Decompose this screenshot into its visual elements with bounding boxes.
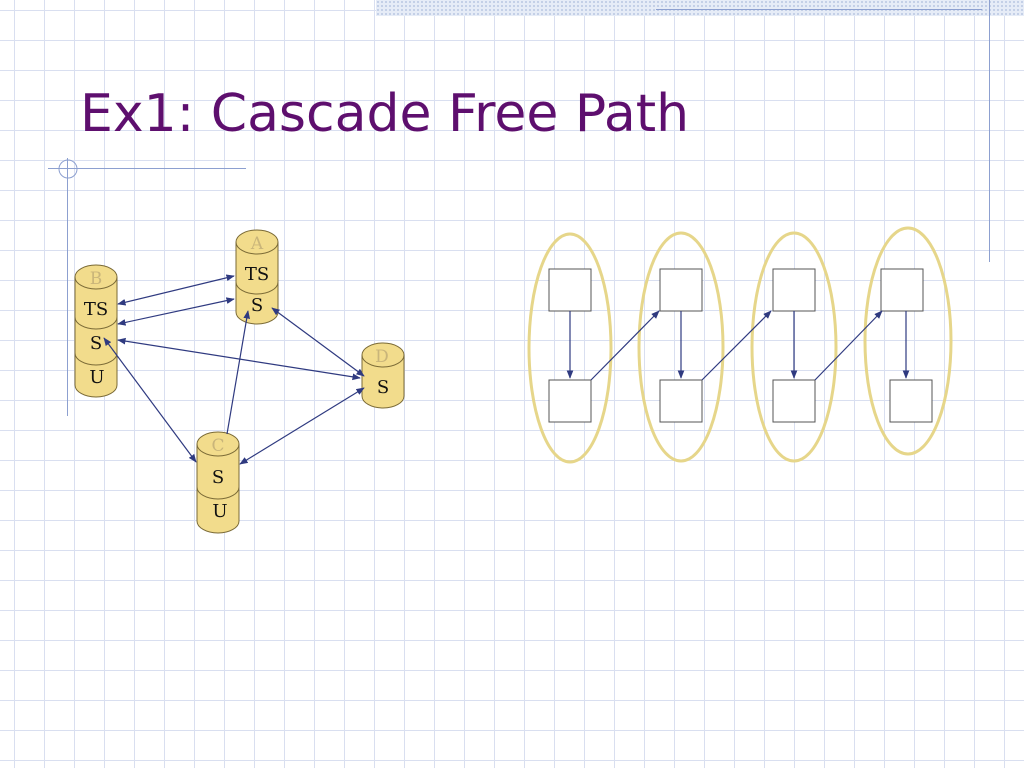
- box-bottom-1: [548, 379, 592, 423]
- disk-c-name: C: [211, 436, 224, 456]
- arrow-c-a: [226, 310, 251, 435]
- arrow-c-d: [239, 387, 365, 465]
- disk-d-layer-s: S: [377, 377, 389, 398]
- disk-b-layer-u: U: [89, 367, 104, 388]
- header-rule: [656, 9, 982, 10]
- cascade-arrows: [566, 310, 910, 381]
- cascade-arrow-diag-3: [814, 310, 883, 381]
- disk-b-layer-ts: TS: [84, 299, 108, 320]
- disk-c: C S U: [196, 431, 240, 534]
- disk-d-name: D: [375, 347, 389, 367]
- box-top-1: [548, 268, 592, 312]
- cascade-arrow-diag-2: [701, 310, 772, 381]
- box-bottom-2: [659, 379, 703, 423]
- page-title: Ex1: Cascade Free Path: [80, 84, 690, 144]
- disk-d: D S: [361, 342, 405, 409]
- left-vertical-rule: [67, 158, 68, 416]
- right-vertical-rule: [989, 0, 990, 262]
- group-ellipse-1: [527, 232, 613, 464]
- disk-c-layer-s: S: [212, 467, 224, 488]
- arrow-b-c: [103, 337, 197, 463]
- disk-b-layer-s: S: [90, 333, 102, 354]
- arrow-b-a-s: [117, 297, 235, 326]
- box-bottom-3: [772, 379, 816, 423]
- title-ornament: [58, 159, 78, 179]
- box-top-3: [772, 268, 816, 312]
- group-ellipse-4: [863, 226, 953, 456]
- disk-a-name: A: [250, 234, 264, 254]
- group-ellipse-2: [637, 231, 725, 463]
- arrow-b-a-ts: [117, 274, 235, 306]
- disk-arrows: [103, 274, 365, 465]
- disk-a: A TS S: [235, 229, 279, 325]
- disk-a-layer-ts: TS: [245, 264, 269, 285]
- disk-c-layer-u: U: [212, 501, 227, 522]
- cascade-ellipses: [527, 226, 953, 464]
- box-top-4: [880, 268, 924, 312]
- disk-a-layer-s: S: [251, 295, 263, 316]
- title-underline: [48, 168, 246, 169]
- cascade-boxes: [548, 268, 933, 423]
- disk-b: B TS S U: [74, 264, 118, 398]
- arrow-a-d: [271, 307, 365, 377]
- cascade-arrow-diag-1: [590, 310, 660, 381]
- header-band: [376, 0, 1024, 16]
- box-top-2: [659, 268, 703, 312]
- box-bottom-4: [889, 379, 933, 423]
- group-ellipse-3: [750, 231, 838, 463]
- disk-b-name: B: [90, 269, 103, 289]
